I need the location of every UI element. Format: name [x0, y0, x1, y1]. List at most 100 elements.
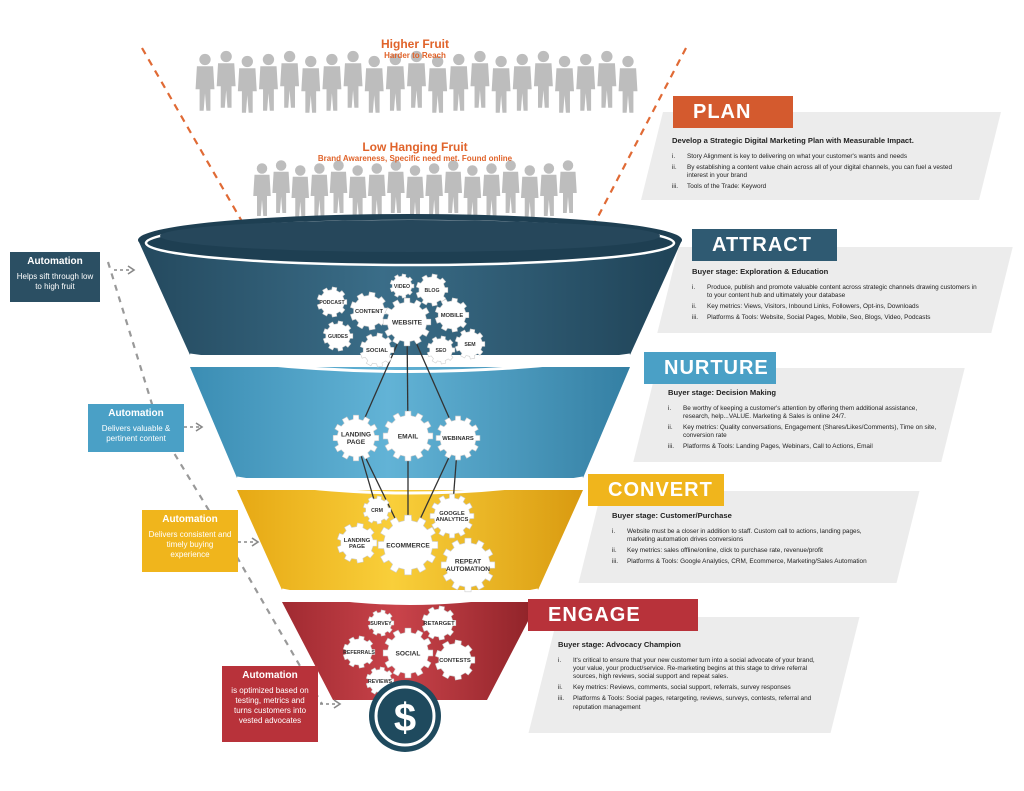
gear-icon: CONTENT [350, 291, 389, 331]
person-silhouette-icon [216, 50, 236, 108]
list-item: iii.Tools of the Trade: Keyword [672, 183, 767, 191]
gear-label: PODCAST [319, 300, 345, 306]
automation-title: Automation [108, 408, 164, 419]
svg-text:$: $ [394, 696, 416, 740]
gear-label: CONTENT [355, 309, 383, 315]
gear-icon: GUIDES [322, 320, 354, 352]
engage-header: ENGAGE [528, 599, 698, 631]
person-silhouette-icon [385, 53, 405, 111]
plan-text: Develop a Strategic Digital Marketing Pl… [672, 136, 972, 194]
arrow-head-1 [127, 265, 136, 275]
person-silhouette-icon [291, 165, 309, 218]
person-silhouette-icon [533, 50, 553, 108]
gear-label: WEBINARS [442, 436, 474, 442]
separator-3 [281, 588, 539, 605]
convert-title: CONVERT [608, 479, 713, 501]
attract-band [138, 240, 682, 355]
person-silhouette-icon [364, 55, 384, 113]
engage-title: ENGAGE [548, 604, 641, 626]
gear-label: MOBILE [441, 313, 464, 319]
list-item: ii.Key metrics: Quality conversations, E… [668, 424, 937, 440]
gear-label: SEM [464, 342, 475, 348]
gear-shape [362, 495, 392, 525]
person-silhouette-icon [521, 165, 539, 218]
gear-icon: EMAIL [382, 410, 434, 462]
arrow-head-3 [251, 537, 260, 547]
person-silhouette-icon [576, 53, 596, 111]
automation-box-engage: Automation is optimized based on testing… [222, 666, 318, 742]
automation-text: Delivers consistent and timely buying ex… [148, 529, 232, 559]
low-fruit-title: Low Hanging Fruit [362, 140, 468, 154]
funnel-top-inner [160, 220, 660, 252]
gear-shape [429, 493, 475, 539]
gear-shape [337, 522, 378, 564]
convert-heading: Buyer stage: Customer/Purchase [612, 511, 732, 520]
gear-icon: ECOMMERCE [377, 514, 439, 576]
gear-label: BLOG [425, 288, 440, 294]
gear-shape [382, 627, 434, 679]
gear-shape [377, 514, 439, 576]
left-reach-line [141, 47, 249, 233]
list-item: iii.Platforms & Tools: Landing Pages, We… [668, 443, 873, 451]
person-silhouette-icon [406, 165, 424, 218]
automation-title: Automation [162, 514, 218, 525]
gear-icon: SEO [426, 335, 456, 365]
person-silhouette-icon [310, 163, 329, 216]
engage-text: Buyer stage: Advocacy Champion i.It's cr… [558, 640, 828, 715]
person-silhouette-icon [425, 163, 443, 216]
list-item: ii.Key metrics: Views, Visitors, Inbound… [692, 303, 919, 311]
higher-fruit-subtitle: Harder to Reach [384, 51, 446, 60]
gear-label: SOCIAL [366, 348, 388, 354]
convert-text: Buyer stage: Customer/Purchase i.Website… [612, 511, 887, 569]
gear-icon: SEM [454, 328, 486, 360]
gear-shape [359, 332, 395, 368]
gear-shape [382, 297, 432, 347]
person-silhouette-icon [329, 160, 348, 213]
gear-label: REVIEWS [368, 679, 392, 685]
gear-label: CONTESTS [439, 658, 471, 664]
list-item: ii.By establishing a content value chain… [672, 163, 953, 180]
gear-icon: WEBINARS [435, 415, 481, 461]
person-silhouette-icon [555, 55, 574, 113]
person-silhouette-icon [280, 50, 300, 108]
gear-shape [440, 537, 496, 593]
gear-label: VIDEO [394, 284, 410, 290]
person-silhouette-icon [597, 50, 617, 108]
person-silhouette-icon [463, 165, 482, 218]
gear-icon: BLOG [415, 273, 449, 307]
list-item: ii.Key metrics: sales offline/online, cl… [612, 547, 823, 555]
list-item: i.Be worthy of keeping a customer's atte… [668, 404, 918, 420]
engage-heading: Buyer stage: Advocacy Champion [558, 640, 681, 649]
gear-shape [332, 414, 380, 462]
gear-label: SEO [436, 348, 447, 354]
nurture-header: NURTURE [644, 352, 776, 384]
gear-icon: SOCIAL [359, 332, 395, 368]
attract-heading: Buyer stage: Exploration & Education [692, 267, 829, 276]
plan-header: PLAN [673, 96, 793, 128]
list-item: iii.Platforms & Tools: Google Analytics,… [612, 558, 867, 566]
automation-text: is optimized based on testing, metrics a… [231, 685, 309, 725]
gear-label: SOCIAL [396, 650, 421, 657]
person-silhouette-icon [387, 160, 405, 213]
gear-icon: VIDEO [389, 273, 415, 299]
person-silhouette-icon [428, 55, 448, 113]
gear-shape [350, 291, 389, 331]
list-item: i.Story Alignment is key to delivering o… [672, 152, 908, 160]
person-silhouette-icon [368, 163, 386, 216]
automation-dashed-line [106, 261, 323, 705]
nurture-heading: Buyer stage: Decision Making [668, 388, 777, 397]
gear-icon: WEBSITE [382, 297, 432, 347]
gear-shape [426, 335, 456, 365]
gear-shape [389, 273, 415, 299]
gear-icon: SURVEY [367, 609, 395, 637]
plan-title: PLAN [693, 101, 752, 123]
nurture-title: NURTURE [664, 357, 769, 379]
